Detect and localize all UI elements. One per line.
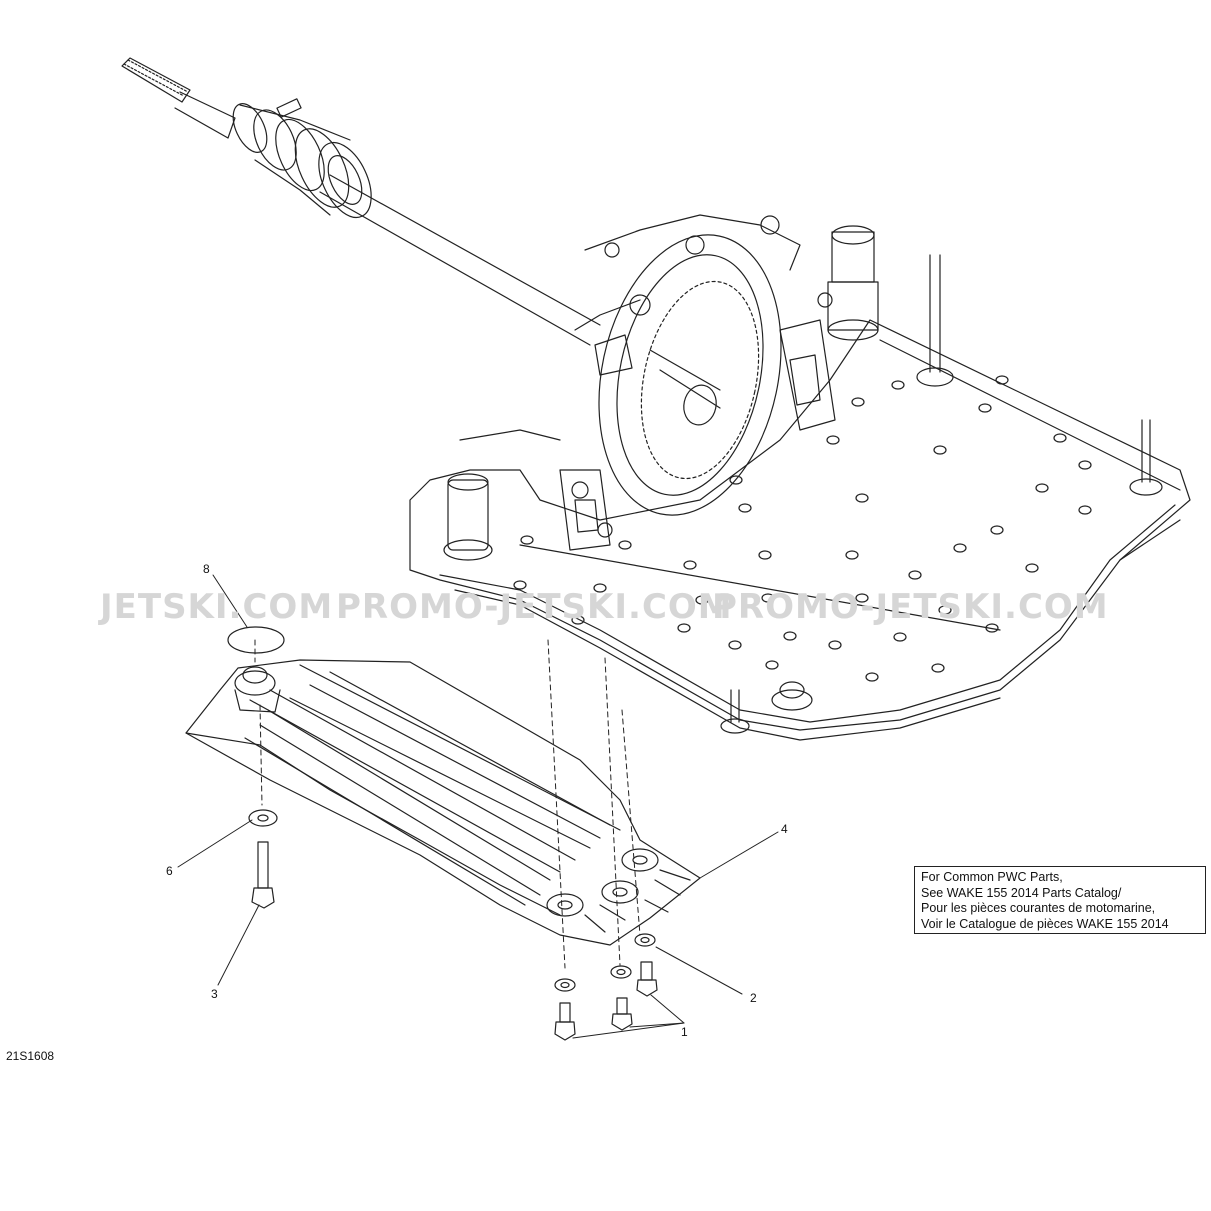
callout-2: 2: [750, 991, 757, 1005]
watermark-text: PROMO-JETSKI.COM: [712, 587, 1109, 627]
callout-8: 8: [203, 562, 210, 576]
platform-rivets: [513, 375, 1092, 682]
drive-shaft: [121, 57, 601, 346]
leader-lines: [177, 574, 779, 1039]
note-line: See WAKE 155 2014 Parts Catalog/: [921, 885, 1122, 900]
support-platform: [409, 319, 1191, 741]
platform-studs: [443, 225, 1163, 734]
intake-grate: [185, 659, 701, 946]
shaft-boot: [232, 98, 372, 219]
assembly-lines: [254, 639, 641, 969]
diagram-id: 21S1608: [6, 1049, 55, 1063]
callout-3: 3: [211, 987, 218, 1001]
fasteners: [248, 809, 658, 1041]
pump-ring-housing: [559, 214, 836, 551]
note-line: For Common PWC Parts,: [921, 870, 1063, 884]
common-parts-note: For Common PWC Parts, See WAKE 155 2014 …: [914, 866, 1206, 934]
callout-6: 6: [166, 864, 173, 878]
callout-1: 1: [681, 1025, 688, 1039]
watermark-text: JETSKI.COM: [98, 587, 333, 627]
watermark-text: PROMO-JETSKI.COM: [336, 587, 733, 627]
callout-4: 4: [781, 822, 788, 836]
note-line: Pour les pièces courantes de motomarine,: [921, 901, 1156, 915]
note-line: Voir le Catalogue de pièces WAKE 155 201…: [921, 916, 1169, 931]
watermark: JETSKI.COM PROMO-JETSKI.COM PROMO-JETSKI…: [98, 587, 1109, 627]
callouts: 1 2 3 4 6 8: [166, 562, 788, 1039]
decal: [227, 626, 285, 654]
